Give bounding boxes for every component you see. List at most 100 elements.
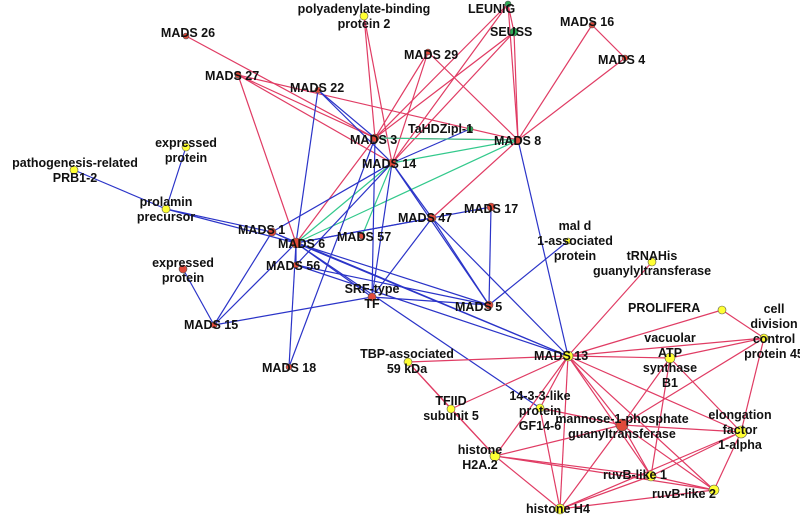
edge-vatp-mannose bbox=[621, 357, 671, 426]
node-leunig bbox=[504, 0, 512, 8]
edge-mads56-mads13 bbox=[295, 264, 569, 357]
node-label-seuss: SEUSS bbox=[490, 25, 532, 39]
edge-mannose-ruvb2 bbox=[621, 424, 715, 491]
node-label-line: polyadenylate-binding bbox=[298, 2, 431, 16]
edge-srf-mads5 bbox=[371, 296, 490, 306]
node-label-line: MADS 27 bbox=[205, 69, 259, 83]
node-label-line: MADS 5 bbox=[455, 300, 502, 314]
edge-mads6-mads5 bbox=[295, 242, 490, 306]
node-label-line: MADS 22 bbox=[290, 81, 344, 95]
edge-h2a2-mannose bbox=[494, 424, 623, 457]
edge-mads27-mads14 bbox=[237, 74, 393, 164]
node-h2a2 bbox=[489, 450, 501, 462]
edge-mads8-mads47 bbox=[431, 139, 519, 219]
edge-mads29-mads3 bbox=[374, 51, 429, 139]
node-mads57 bbox=[358, 232, 366, 240]
edge-ruvb2-h4 bbox=[559, 489, 715, 510]
edge-srf-mads47 bbox=[371, 217, 433, 298]
node-mads1 bbox=[267, 227, 277, 237]
edge-mads27-mads3 bbox=[237, 74, 376, 139]
node-label-line: control bbox=[753, 332, 795, 346]
edge-mads22-mads14 bbox=[317, 89, 393, 164]
edge-exp1-prolamin bbox=[165, 146, 187, 210]
node-label-line: protein bbox=[554, 249, 596, 263]
node-mads6 bbox=[290, 237, 302, 249]
node-exp2 bbox=[178, 264, 188, 274]
node-label-line: GF14-6 bbox=[519, 419, 561, 433]
node-tbp bbox=[403, 357, 413, 367]
edge-mads22-mads3 bbox=[317, 89, 376, 139]
node-label-line: TBP-associated bbox=[360, 347, 454, 361]
node-label-mads57: MADS 57 bbox=[337, 230, 391, 244]
edge-leunig-seuss bbox=[507, 3, 515, 33]
edge-prolamin-mads6 bbox=[165, 208, 297, 244]
edge-layer bbox=[73, 3, 765, 510]
node-mads29 bbox=[424, 48, 432, 56]
edge-tfiid-h2a2 bbox=[450, 408, 496, 457]
node-label-line: TaHDZipl-1 bbox=[408, 122, 473, 136]
edge-h2a2-ruvb2 bbox=[494, 455, 715, 491]
node-mads8 bbox=[513, 135, 523, 145]
node-elong bbox=[734, 425, 748, 439]
node-vatp bbox=[664, 352, 676, 364]
node-prb12 bbox=[69, 165, 79, 175]
edge-mads13-h4 bbox=[559, 355, 569, 510]
node-mald bbox=[564, 237, 572, 245]
edge-prb12-prolamin bbox=[73, 169, 167, 210]
edge-elong-ruvb1 bbox=[650, 431, 742, 477]
node-cdc45 bbox=[759, 333, 769, 343]
edge-pabp2-mads3 bbox=[363, 15, 376, 139]
edge-mads8-mads6 bbox=[295, 139, 519, 244]
edge-mads26-mads3 bbox=[185, 35, 376, 139]
node-label-mads15: MADS 15 bbox=[184, 318, 238, 332]
edge-seuss-mads14 bbox=[391, 31, 515, 164]
node-label-mads4: MADS 4 bbox=[598, 53, 645, 67]
node-ruvb1 bbox=[645, 470, 657, 482]
node-label-line: B1 bbox=[662, 376, 678, 390]
edge-mads13-tfiid bbox=[450, 355, 569, 410]
node-label-line: protein bbox=[162, 271, 204, 285]
node-mads26 bbox=[182, 32, 190, 40]
node-h4 bbox=[554, 503, 566, 515]
node-prolamin bbox=[161, 204, 171, 214]
node-label-line: MADS 17 bbox=[464, 202, 518, 216]
edge-mads13-tbp bbox=[407, 355, 569, 363]
node-label-line: ruvB-like 2 bbox=[652, 487, 716, 501]
edge-mads13-cdc45 bbox=[567, 337, 765, 357]
edge-p1433-h4 bbox=[539, 407, 561, 510]
node-mads4 bbox=[621, 54, 629, 62]
node-tahdz bbox=[466, 125, 474, 133]
node-label-line: protein bbox=[165, 151, 207, 165]
edge-mads29-mads8 bbox=[427, 51, 519, 141]
edge-p1433-mannose bbox=[539, 407, 623, 426]
edge-mads14-mads1 bbox=[271, 162, 393, 233]
edge-mads6-mads15 bbox=[213, 242, 297, 326]
edge-mald-mads5 bbox=[488, 240, 569, 306]
node-label-line: precursor bbox=[137, 210, 195, 224]
node-label-line: TFIID bbox=[435, 394, 466, 408]
edge-mads13-ruvb1 bbox=[567, 355, 652, 477]
edge-tahdz-mads14 bbox=[391, 128, 471, 164]
edge-mads13-prolifera bbox=[567, 309, 723, 357]
node-label-prolifera: PROLIFERA bbox=[628, 301, 700, 315]
edge-prolifera-cdc45 bbox=[721, 309, 765, 339]
node-label-line: expressed bbox=[152, 256, 214, 270]
node-mads27 bbox=[234, 71, 242, 79]
edge-mads6-p1433 bbox=[295, 242, 541, 409]
edge-vatp-ruvb1 bbox=[650, 357, 671, 477]
edge-mads16-mads4 bbox=[591, 24, 626, 59]
node-mads56 bbox=[292, 261, 300, 269]
node-mads5 bbox=[484, 300, 494, 310]
edge-mads14-mads57 bbox=[361, 162, 393, 237]
node-mads15 bbox=[210, 321, 218, 329]
node-label-ruvb1: ruvB-like 1 bbox=[603, 468, 667, 482]
edge-h2a2-ruvb1 bbox=[494, 455, 652, 477]
